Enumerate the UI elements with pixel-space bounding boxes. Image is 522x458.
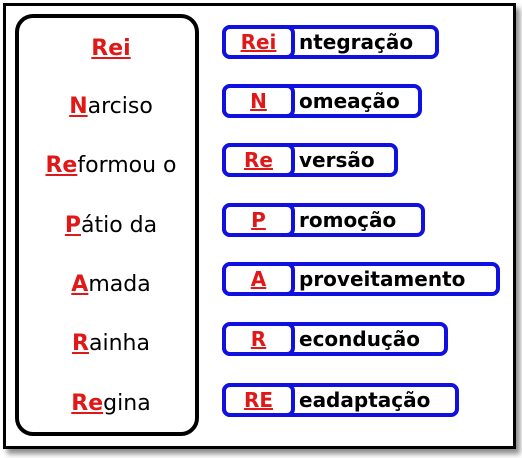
term-reconducao-rest: econdução — [299, 327, 421, 351]
term-reconducao-abbr: R — [222, 322, 295, 356]
term-reversao-rest: versão — [299, 148, 375, 172]
term-nomeacao-rest: omeação — [299, 89, 400, 113]
mnemonic-word-5: Amada — [19, 272, 203, 298]
mnemonic-word-3: Reformou o — [19, 153, 203, 179]
mnemonic-word-3-highlight: Re — [45, 153, 78, 178]
term-reintegracao-abbr: Rei — [222, 25, 295, 59]
term-readaptacao-rest: eadaptação — [299, 388, 431, 412]
mnemonic-word-3-rest: formou o — [77, 153, 177, 178]
term-reversao: Re versão — [222, 143, 398, 177]
term-promocao-abbr: P — [222, 203, 295, 237]
term-reversao-abbr: Re — [222, 143, 295, 177]
term-nomeacao-abbr: N — [222, 84, 295, 118]
term-aproveitamento-rest: proveitamento — [299, 267, 466, 291]
mnemonic-box: Rei Narciso Reformou o Pátio da Amada Ra… — [15, 14, 199, 436]
mnemonic-word-7-highlight: Re — [71, 391, 104, 416]
term-promocao-rest: romoção — [299, 208, 397, 232]
term-reconducao: R econdução — [222, 322, 448, 356]
mnemonic-word-4-highlight: P — [64, 213, 81, 238]
mnemonic-word-1-highlight: Rei — [91, 36, 131, 61]
term-reintegracao-rest: ntegração — [299, 30, 414, 54]
mnemonic-word-5-rest: mada — [88, 272, 151, 297]
term-readaptacao-abbr: RE — [222, 383, 295, 417]
mnemonic-word-2-rest: arciso — [87, 94, 153, 119]
term-aproveitamento-abbr: A — [222, 262, 295, 296]
mnemonic-word-7-rest: gina — [103, 391, 151, 416]
mnemonic-word-5-highlight: A — [71, 272, 89, 297]
mnemonic-word-6: Rainha — [19, 331, 203, 357]
mnemonic-word-2: Narciso — [19, 94, 203, 120]
term-nomeacao: N omeação — [222, 84, 422, 118]
term-readaptacao: RE eadaptação — [222, 383, 459, 417]
term-reintegracao: Rei ntegração — [222, 25, 439, 59]
mnemonic-word-2-highlight: N — [69, 94, 88, 119]
term-aproveitamento: A proveitamento — [222, 262, 500, 296]
mnemonic-word-1: Rei — [19, 36, 203, 62]
mnemonic-word-6-highlight: R — [72, 331, 89, 356]
mnemonic-word-7: Regina — [19, 391, 203, 417]
mnemonic-word-4: Pátio da — [19, 213, 203, 239]
term-promocao: P romoção — [222, 203, 425, 237]
mnemonic-word-4-rest: átio da — [81, 213, 158, 238]
mnemonic-word-6-rest: ainha — [88, 331, 150, 356]
